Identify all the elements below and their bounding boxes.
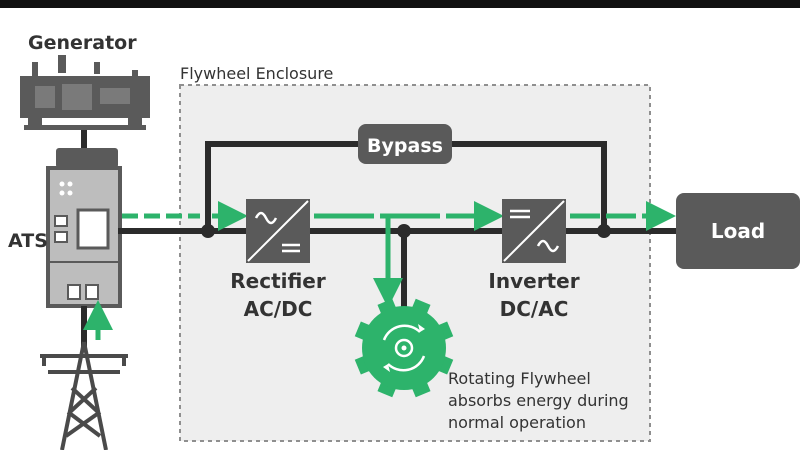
load-box <box>676 193 800 269</box>
inverter-sublabel: DC/AC <box>500 297 569 321</box>
flywheel-icon <box>354 298 454 398</box>
ats-cabinet-icon <box>46 148 122 308</box>
rectifier-icon <box>246 199 310 263</box>
ats-label: ATS <box>8 230 48 252</box>
bypass-box <box>358 124 452 164</box>
flywheel-desc-line1: Rotating Flywheel <box>448 369 591 388</box>
rectifier-sublabel: AC/DC <box>244 297 313 321</box>
junction-dot <box>397 224 411 238</box>
inverter-label: Inverter <box>488 269 579 293</box>
rectifier-label: Rectifier <box>230 269 326 293</box>
junction-dot <box>597 224 611 238</box>
generator-label: Generator <box>28 32 137 54</box>
load-label: Load <box>711 219 765 243</box>
transmission-tower-icon <box>40 341 128 450</box>
enclosure-label: Flywheel Enclosure <box>180 64 333 83</box>
flywheel-desc-line2: absorbs energy during <box>448 391 629 410</box>
flywheel-desc-line3: normal operation <box>448 413 586 432</box>
generator-icon <box>20 55 150 130</box>
top-bar <box>0 0 800 8</box>
bypass-label: Bypass <box>367 135 443 157</box>
junction-dot <box>201 224 215 238</box>
inverter-icon <box>502 199 566 263</box>
